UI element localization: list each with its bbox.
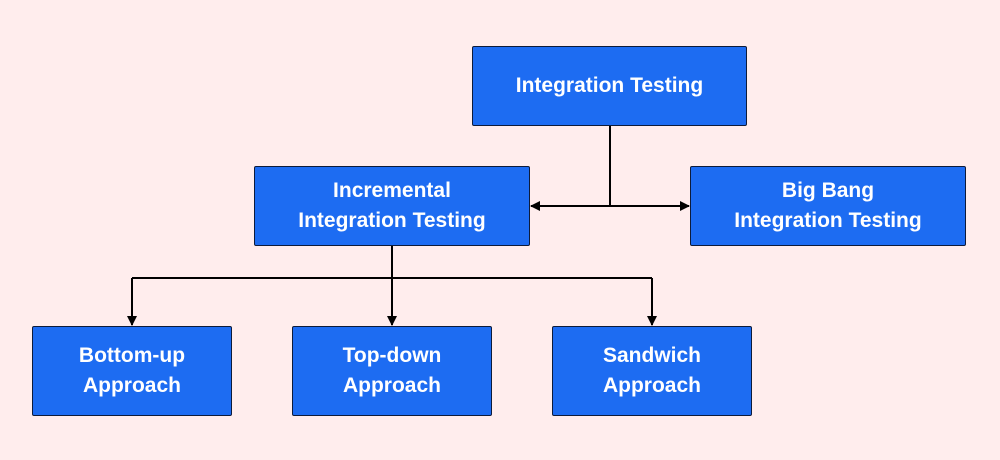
node-big-bang-integration-testing: Big Bang Integration Testing [690,166,966,246]
node-integration-testing: Integration Testing [472,46,747,126]
node-label-line2: Approach [602,374,701,397]
node-label-line1: Top-down [342,344,442,367]
node-sandwich-approach: Sandwich Approach [552,326,752,416]
node-top-down-approach: Top-down Approach [292,326,492,416]
node-label-line1: Big Bang [781,179,875,202]
node-label-line1: Incremental [333,179,451,202]
node-label-line2: Integration Testing [734,209,922,232]
node-incremental-integration-testing: Incremental Integration Testing [254,166,530,246]
node-label-line2: Approach [82,374,181,397]
node-label-line2: Integration Testing [298,209,486,232]
node-label-line2: Approach [342,374,441,397]
node-label: Integration Testing [515,74,704,97]
node-bottom-up-approach: Bottom-up Approach [32,326,232,416]
node-label-line1: Sandwich [602,344,702,367]
node-label-line1: Bottom-up [78,344,186,367]
